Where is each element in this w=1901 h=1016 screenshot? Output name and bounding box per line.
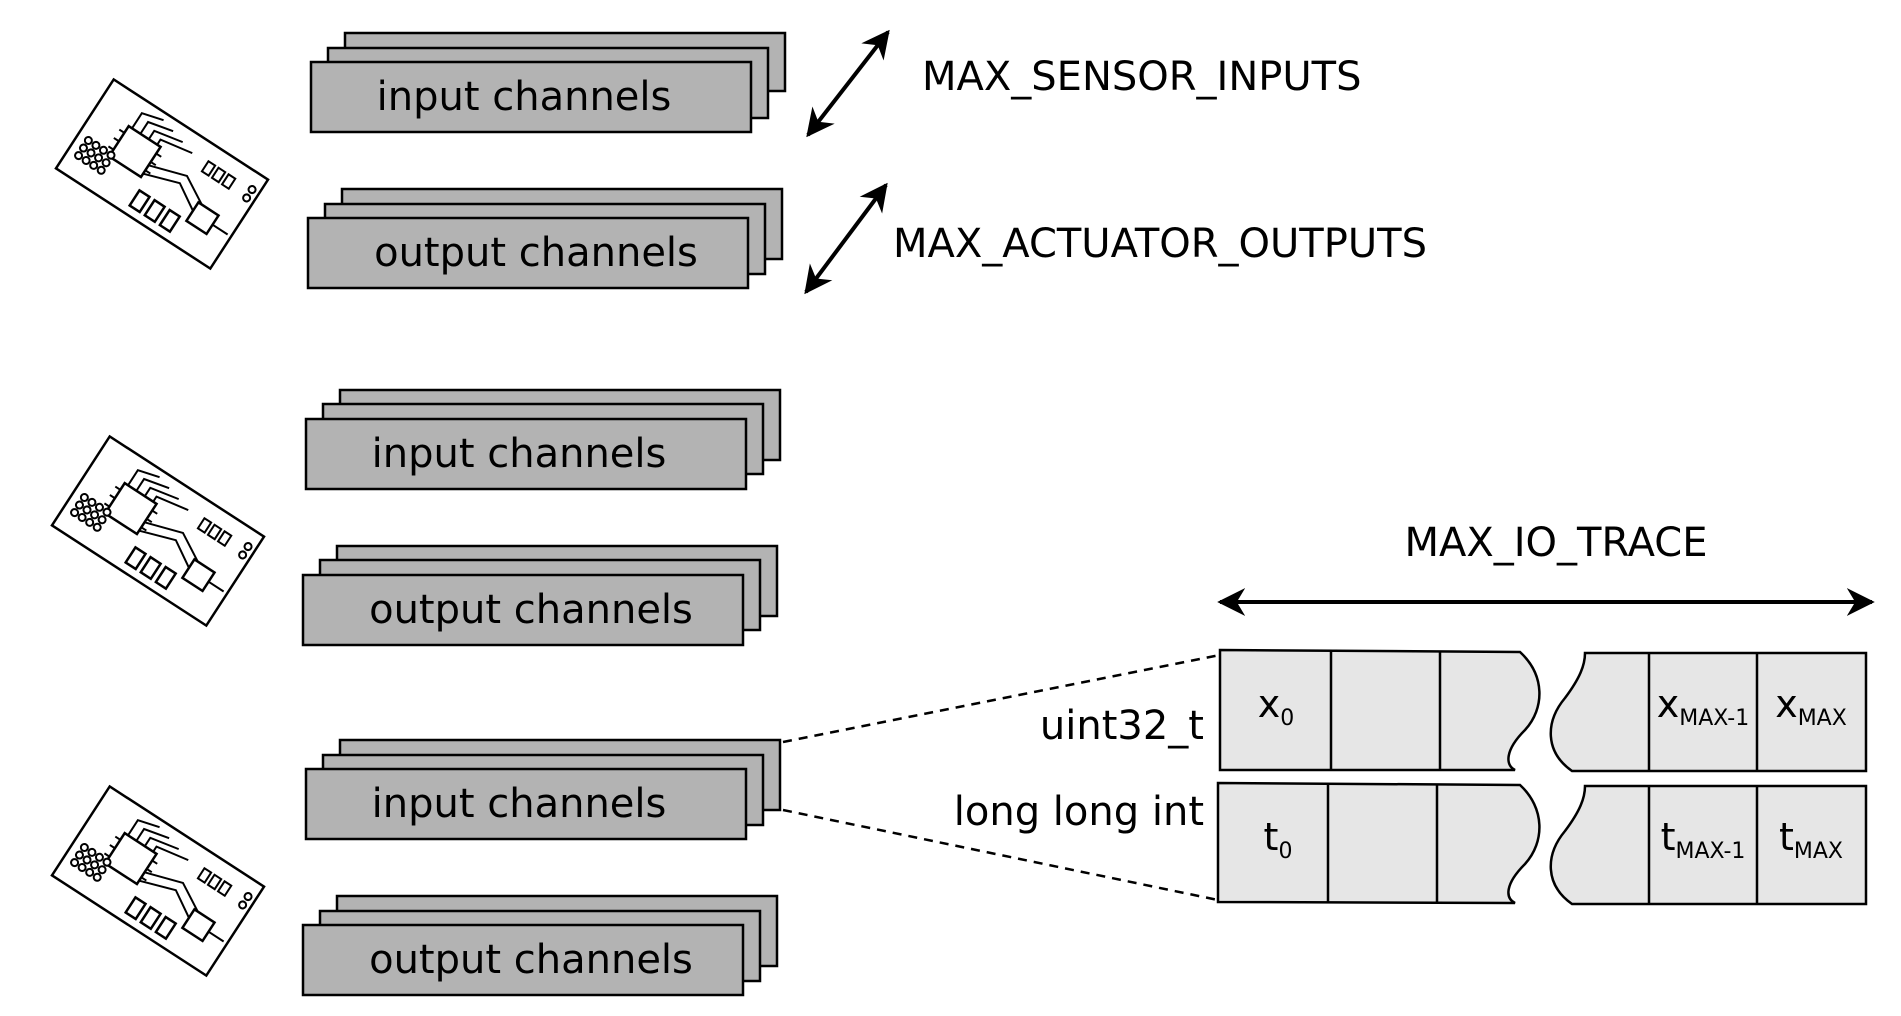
max-io-trace-label: MAX_IO_TRACE (1404, 520, 1707, 566)
trace-buffer-right-segment (1549, 784, 1868, 906)
trace-cell-penultimate: tMAX-1 (1661, 815, 1746, 864)
trace-buffer-left-segment (1216, 781, 1541, 905)
output-channels-label: output channels (374, 230, 698, 276)
output-channel-stack: output channels (306, 187, 784, 290)
input-channels-label: input channels (372, 781, 667, 827)
zoom-connector-line (782, 653, 1221, 744)
zoom-connector-line (782, 808, 1219, 902)
type-label-uint32: uint32_t (1040, 703, 1204, 749)
max-sensor-inputs-label: MAX_SENSOR_INPUTS (922, 54, 1361, 100)
board-2: input channels output channels (50, 388, 782, 647)
trace-row-values: uint32_t x0 xMAX-1 xMAX (1040, 648, 1868, 773)
trace-buffer-left-segment (1218, 648, 1541, 772)
input-channels-label: input channels (377, 74, 672, 120)
trace-cell-penultimate: xMAX-1 (1657, 682, 1749, 731)
input-channel-stack: input channels (309, 31, 787, 134)
input-channel-stack: input channels (304, 388, 782, 491)
trace-buffer-right-segment (1549, 651, 1868, 773)
output-channels-label: output channels (369, 587, 693, 633)
actuator-outputs-double-arrow (804, 182, 888, 295)
board-1: input channels output channels MAX_SENSO… (54, 29, 1427, 295)
trace-cell-last: tMAX (1779, 815, 1843, 864)
pcb-board-icon (54, 78, 270, 270)
trace-row-timestamps: long long int t0 tMAX-1 tMAX (954, 781, 1868, 906)
max-actuator-outputs-label: MAX_ACTUATOR_OUTPUTS (893, 221, 1427, 267)
input-channels-label: input channels (372, 431, 667, 477)
trace-cell-first: t0 (1264, 815, 1293, 864)
trace-cell-last: xMAX (1775, 682, 1847, 731)
board-3: input channels output channels (50, 738, 782, 997)
type-label-long-long-int: long long int (954, 789, 1204, 835)
io-trace-buffer: MAX_IO_TRACE uint32_t x0 xMAX-1 xMAX lon… (954, 520, 1875, 906)
output-channel-stack: output channels (301, 544, 779, 647)
output-channels-label: output channels (369, 937, 693, 983)
trace-cell-first: x0 (1258, 682, 1295, 731)
pcb-board-icon (50, 785, 266, 977)
pcb-board-icon (50, 435, 266, 627)
output-channel-stack: output channels (301, 894, 779, 997)
sensor-inputs-double-arrow (806, 29, 890, 138)
input-channel-stack: input channels (304, 738, 782, 841)
